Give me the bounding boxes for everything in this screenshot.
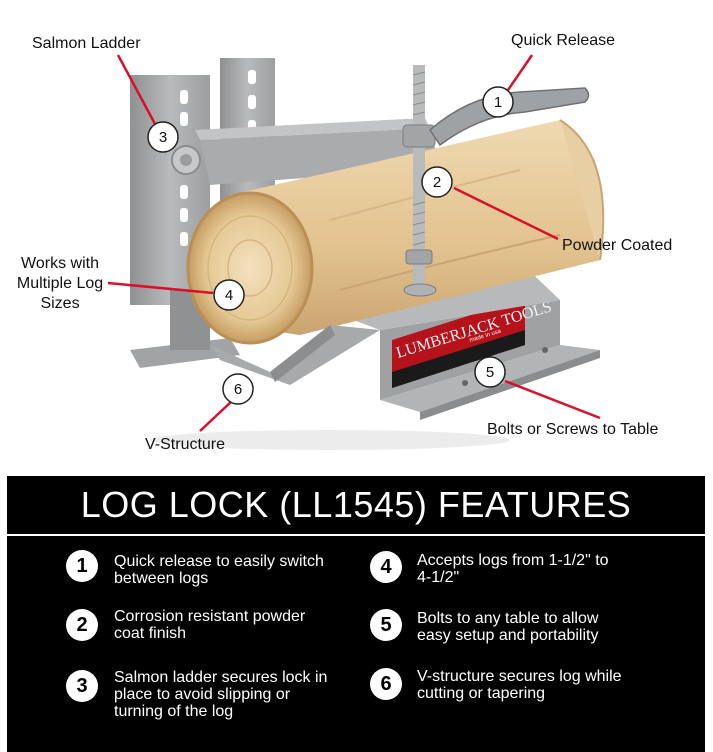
feature-text-5: Bolts to any table to allow easy setup a… [417, 610, 598, 644]
feature-number-6: 6 [370, 668, 402, 700]
feature-text-4: Accepts logs from 1-1/2" to 4-1/2" [417, 552, 609, 586]
svg-text:5: 5 [486, 364, 494, 381]
marker-4: 4 [213, 279, 245, 311]
callout-powder-coated: Powder Coated [562, 237, 673, 254]
marker-3: 3 [147, 121, 179, 153]
callout-v-structure: V-Structure [145, 436, 226, 453]
marker-6: 6 [222, 373, 254, 405]
marker-5: 5 [474, 356, 506, 388]
feature-1-line1: Quick release to easily switch [114, 553, 324, 570]
panel-divider [7, 534, 705, 536]
svg-text:2: 2 [433, 174, 441, 191]
feature-6-line1: V-structure secures log while [417, 668, 622, 685]
feature-5-line2: easy setup and portability [417, 627, 599, 644]
svg-text:1: 1 [494, 94, 502, 111]
feature-3-line3: turning of the log [114, 703, 234, 720]
feature-4-line2: 4-1/2" [417, 569, 460, 586]
callout-works-with: Works with Multiple Log Sizes [8, 254, 112, 314]
callout-works-with-line2: Multiple Log [16, 275, 104, 292]
svg-text:4: 4 [225, 287, 233, 304]
callout-works-with-line1: Works with [21, 255, 99, 272]
feature-2-line1: Corrosion resistant powder [114, 608, 306, 625]
feature-1-line2: between logs [114, 570, 209, 587]
feature-number-2: 2 [66, 609, 98, 641]
callout-bolts: Bolts or Screws to Table [487, 421, 659, 438]
feature-2-line2: coat finish [114, 625, 187, 642]
svg-text:6: 6 [234, 381, 242, 398]
shadow [150, 430, 510, 450]
feature-6-line2: cutting or tapering [417, 685, 546, 702]
svg-text:3: 3 [159, 129, 167, 146]
feature-number-5: 5 [370, 609, 402, 641]
callout-works-with-line3: Sizes [40, 295, 80, 312]
feature-text-1: Quick release to easily switch between l… [114, 553, 324, 587]
panel-title: LOG LOCK (LL1545) FEATURES [80, 484, 632, 525]
clamp-rod [402, 65, 590, 297]
marker-1: 1 [482, 86, 514, 118]
feature-text-3: Salmon ladder secures lock in place to a… [114, 669, 327, 720]
feature-number-3: 3 [66, 670, 98, 702]
v-structure [210, 325, 380, 385]
quick-release-lever [429, 87, 590, 147]
feature-4-line1: Accepts logs from 1-1/2" to [417, 552, 609, 569]
feature-number-4: 4 [370, 551, 402, 583]
feature-number-1: 1 [66, 550, 98, 582]
feature-5-line1: Bolts to any table to allow [417, 610, 599, 627]
features-panel: LOG LOCK (LL1545) FEATURES [7, 476, 705, 752]
callout-quick-release: Quick Release [511, 32, 616, 49]
feature-text-6: V-structure secures log while cutting or… [417, 668, 622, 702]
marker-2: 2 [421, 166, 453, 198]
feature-3-line1: Salmon ladder secures lock in [114, 669, 328, 686]
leader-lines [107, 54, 601, 432]
feature-text-2: Corrosion resistant powder coat finish [114, 608, 305, 642]
feature-3-line2: place to avoid slipping or [114, 686, 291, 703]
product-illustration: LUMBERJACK TOOLS made in usa [107, 54, 605, 450]
callout-salmon-ladder: Salmon Ladder [32, 35, 141, 52]
